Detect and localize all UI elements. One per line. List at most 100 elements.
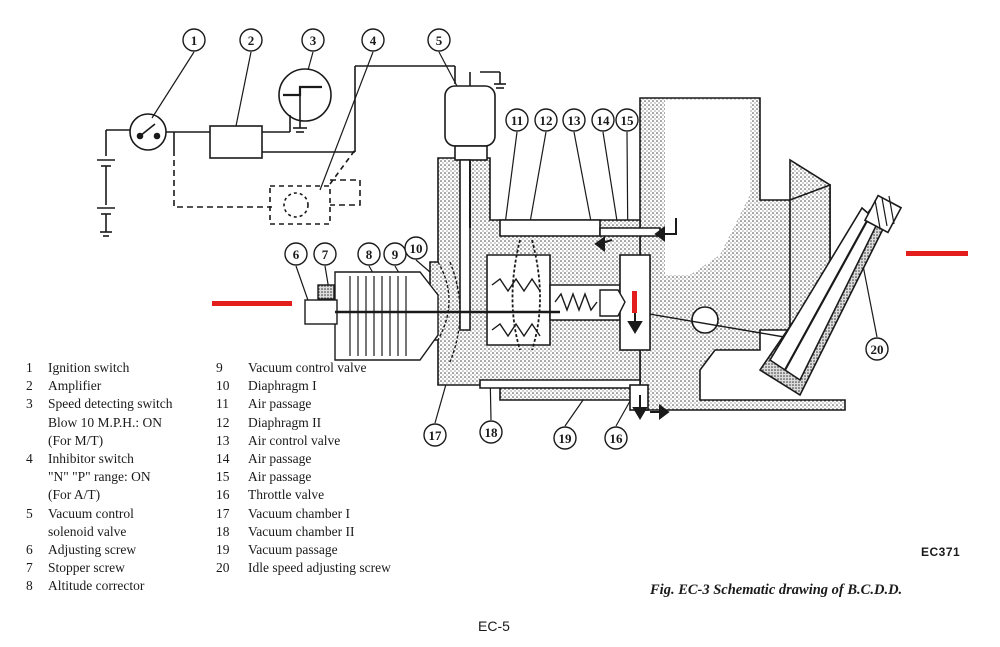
legend-item-9: 9 Vacuum control valve [216, 359, 391, 377]
legend-number: 10 [216, 378, 230, 394]
callout-10: 10 [404, 236, 428, 260]
legend-label: Diaphragm I [248, 378, 317, 394]
callout-13: 13 [562, 108, 586, 132]
legend-item-18: 18 Vacuum chamber II [216, 523, 391, 541]
legend-number: 4 [26, 451, 33, 467]
legend-number [26, 486, 48, 504]
legend-label: Vacuum control [48, 505, 134, 521]
legend-item-4: 4 Inhibitor switch [26, 450, 172, 468]
flow-arrows [594, 218, 677, 420]
legend-number: 3 [26, 396, 33, 412]
legend-number: 2 [26, 378, 33, 394]
legend-item-19: 19 Vacuum passage [216, 541, 391, 559]
legend-label: Diaphragm II [248, 414, 322, 430]
callout-14: 14 [591, 108, 615, 132]
legend-number: 13 [216, 432, 230, 448]
callout-circle [615, 108, 639, 132]
legend-number: 12 [216, 414, 230, 430]
figure-caption: Fig. EC-3 Schematic drawing of B.C.D.D. [650, 582, 903, 598]
callout-label: 11 [511, 113, 523, 128]
diaphragm-assembly [304, 160, 626, 363]
callout-2: 2 [239, 28, 263, 52]
legend-number [26, 432, 48, 450]
callout-8: 8 [357, 242, 381, 266]
legend-number: 18 [216, 523, 230, 539]
legend-label: Vacuum passage [248, 542, 338, 558]
legend-number: 16 [216, 487, 230, 503]
callout-circle [357, 242, 381, 266]
callout-circle [505, 108, 529, 132]
callout-5: 5 [427, 28, 451, 52]
legend-label: Throttle valve [248, 487, 325, 503]
legend-number: 20 [216, 560, 230, 576]
callout-label: 13 [568, 113, 582, 128]
legend-label: Blow 10 M.P.H.: ON [48, 414, 163, 430]
legend-label: Vacuum control valve [248, 360, 367, 375]
legend-number: 14 [216, 451, 230, 467]
legend-number [26, 414, 48, 432]
callout-label: 5 [436, 33, 443, 48]
callout-label: 1 [191, 33, 198, 48]
callout-circle [553, 426, 577, 450]
callout-17: 17 [423, 423, 447, 447]
figure-code: EC371 [921, 545, 961, 559]
legend-number: 17 [216, 505, 230, 521]
legend-number: 9 [216, 360, 223, 375]
legend-number [26, 523, 48, 541]
callout-circle [427, 28, 451, 52]
callout-label: 15 [621, 113, 635, 128]
legend-item-20: 20 Idle speed adjusting screw [216, 559, 391, 577]
callout-circle [562, 108, 586, 132]
callout-circle [284, 242, 308, 266]
callout-circle [361, 28, 385, 52]
callout-1: 1 [182, 28, 206, 52]
callout-label: 10 [410, 241, 423, 256]
callout-9: 9 [383, 242, 407, 266]
callout-circle [182, 28, 206, 52]
legend-label: Vacuum chamber I [248, 505, 350, 521]
callout-circle [404, 236, 428, 260]
legend-label: (For A/T) [48, 487, 101, 503]
legend-label: Air passage [248, 451, 312, 467]
callout-label: 17 [429, 428, 443, 443]
callout-label: 2 [248, 33, 255, 48]
callout-12: 12 [534, 108, 558, 132]
legend-item-10: 10 Diaphragm I [216, 377, 391, 395]
legend-number: 15 [216, 469, 230, 485]
callout-label: 8 [366, 247, 373, 262]
legend-label: solenoid valve [48, 523, 127, 539]
legend-item-4: "N" "P" range: ON [26, 468, 172, 486]
legend-item-5: solenoid valve [26, 523, 172, 541]
callout-circle [423, 423, 447, 447]
callout-circle [604, 426, 628, 450]
callout-circle [239, 28, 263, 52]
callout-label: 12 [540, 113, 553, 128]
carburetor-body [619, 97, 903, 411]
callout-label: 18 [485, 425, 499, 440]
legend-item-3: Blow 10 M.P.H.: ON [26, 414, 172, 432]
callout-19: 19 [553, 426, 577, 450]
legend-label: Vacuum chamber II [248, 523, 355, 539]
legend-number: 19 [216, 542, 230, 558]
callout-4: 4 [361, 28, 385, 52]
legend-label: Inhibitor switch [48, 451, 134, 467]
callout-16: 16 [604, 426, 628, 450]
legend-label: Idle speed adjusting screw [248, 560, 391, 576]
callout-7: 7 [313, 242, 337, 266]
callout-3: 3 [301, 28, 325, 52]
legend-item-14: 14 Air passage [216, 450, 391, 468]
legend-item-3: (For M/T) [26, 432, 172, 450]
legend-label: Stopper screw [48, 560, 125, 576]
page-number: EC-5 [478, 618, 510, 634]
callout-circle [479, 420, 503, 444]
